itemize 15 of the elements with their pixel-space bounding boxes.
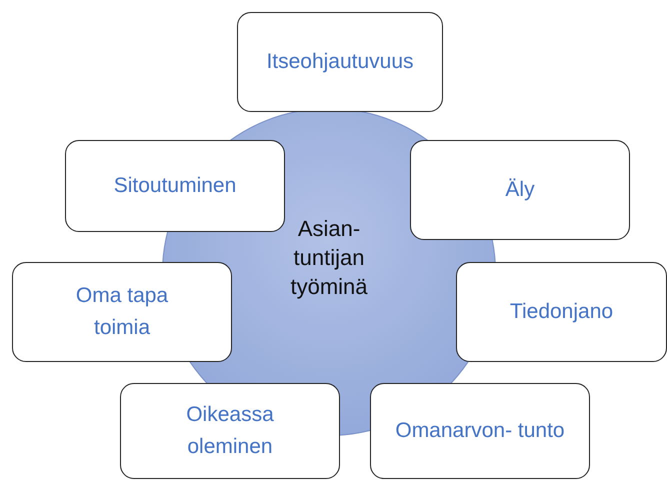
- concept-label: Oma tapa toimia: [74, 283, 170, 341]
- concept-label: Oikeassa oleminen: [185, 402, 275, 460]
- concept-box: [237, 12, 443, 112]
- concept-box: [12, 262, 232, 362]
- concept-label: Sitoutuminen: [114, 173, 236, 199]
- concept-box: [65, 140, 285, 232]
- concept-box: [456, 262, 667, 362]
- concept-label: Itseohjautuvuus: [266, 49, 414, 75]
- concept-box: [370, 383, 590, 479]
- concept-label: Tiedonjano: [510, 299, 614, 325]
- concept-box: [120, 383, 340, 479]
- concept-box: [410, 140, 630, 240]
- center-label: Asian- tuntijan työminä: [289, 214, 369, 300]
- concept-label: Äly: [505, 177, 535, 203]
- concept-label: Omanarvon- tunto: [395, 418, 565, 444]
